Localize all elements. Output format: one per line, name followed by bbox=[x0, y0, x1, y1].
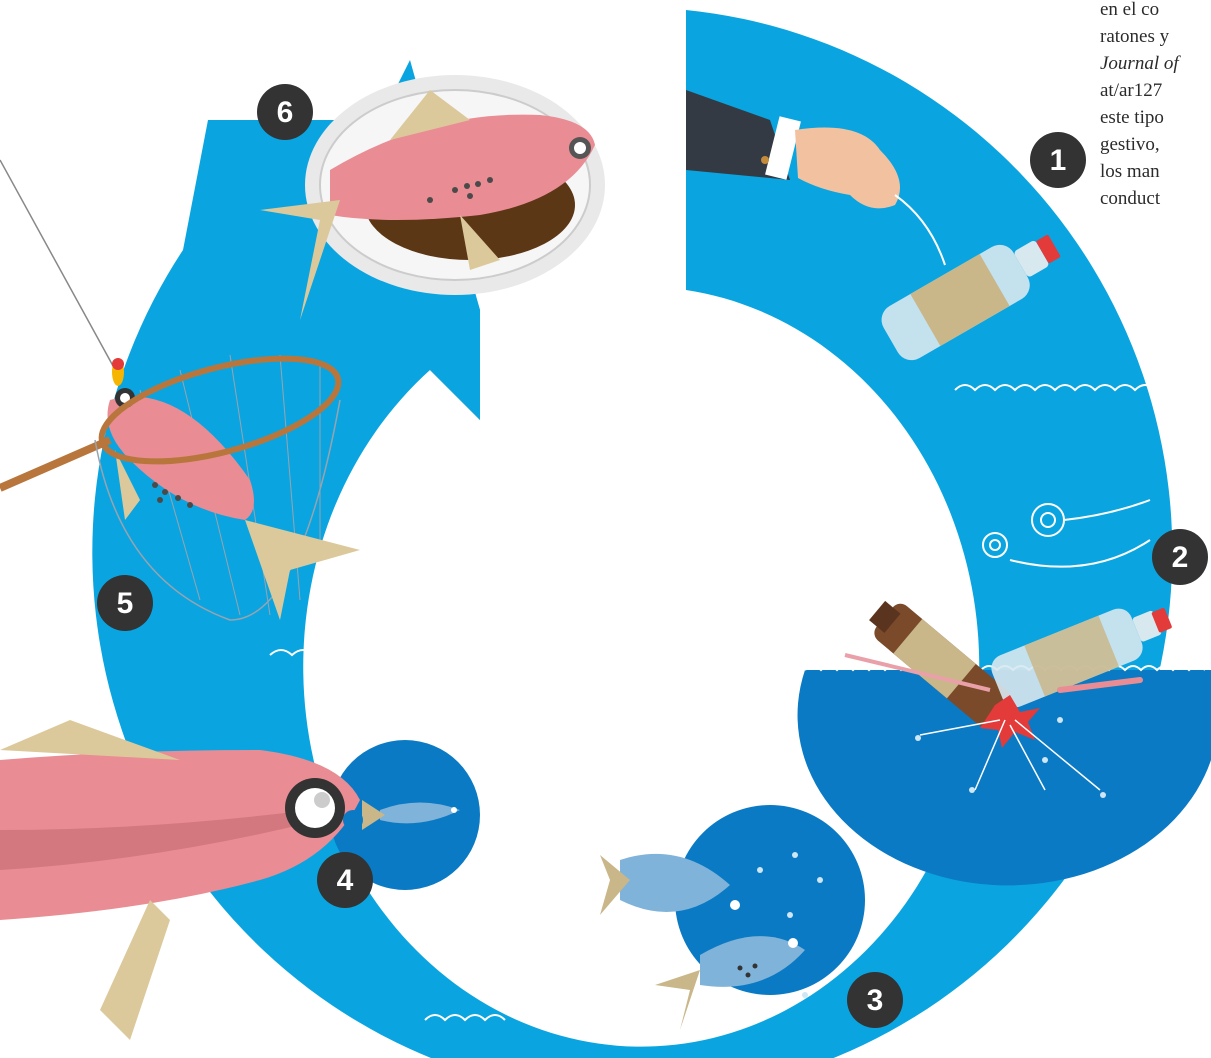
step-number: 2 bbox=[1172, 541, 1189, 574]
step-number: 6 bbox=[277, 96, 294, 129]
step-badge-3: 3 bbox=[847, 972, 903, 1028]
step-number: 4 bbox=[337, 864, 354, 897]
step-badge-6: 6 bbox=[257, 84, 313, 140]
step-number: 1 bbox=[1050, 144, 1067, 177]
fishing-line bbox=[0, 160, 118, 375]
step-badge-5: 5 bbox=[97, 575, 153, 631]
step-badge-4: 4 bbox=[317, 852, 373, 908]
step-number: 5 bbox=[117, 587, 134, 620]
fishing-float-icon bbox=[112, 358, 124, 386]
step-number: 3 bbox=[867, 984, 884, 1017]
step-badge-1: 1 bbox=[1030, 132, 1086, 188]
step-badge-2: 2 bbox=[1152, 529, 1208, 585]
